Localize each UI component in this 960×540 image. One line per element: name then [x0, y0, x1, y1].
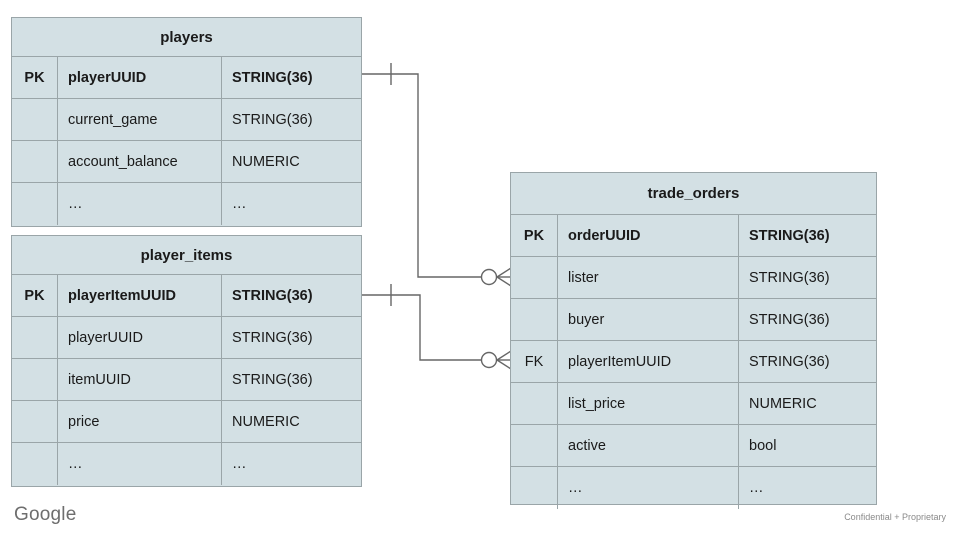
crowsfoot-prong	[496, 359, 512, 370]
entity-row: list_price NUMERIC	[511, 383, 876, 425]
field-name: …	[58, 183, 222, 225]
relationship-line	[362, 73, 481, 278]
relationship-player_items-to-trade_orders	[362, 284, 512, 370]
key-constraint-label	[12, 99, 58, 140]
field-name: price	[58, 401, 222, 442]
field-type: bool	[749, 437, 777, 454]
key-constraint-label	[12, 359, 58, 400]
field-name: playerItemUUID	[58, 275, 222, 316]
confidentiality-note: Confidential + Proprietary	[844, 512, 946, 522]
key-constraint-label: PK	[511, 215, 558, 256]
entity-row: lister STRING(36)	[511, 257, 876, 299]
crowsfoot-prong	[496, 276, 512, 287]
field-type: STRING(36)	[749, 227, 830, 244]
entity-row: ……	[12, 443, 361, 485]
key-constraint-label	[511, 299, 558, 340]
field-type: STRING(36)	[232, 371, 313, 388]
field-type: STRING(36)	[232, 329, 313, 346]
field-type: STRING(36)	[749, 311, 830, 328]
entity-row: buyer STRING(36)	[511, 299, 876, 341]
key-constraint-label	[12, 141, 58, 182]
field-name: …	[558, 467, 739, 509]
key-constraint-label: PK	[12, 57, 58, 98]
field-name: active	[558, 425, 739, 466]
field-type: NUMERIC	[749, 395, 817, 412]
entity-row: ……	[511, 467, 876, 509]
key-constraint-label	[511, 425, 558, 466]
field-type: NUMERIC	[232, 413, 300, 430]
field-name: itemUUID	[58, 359, 222, 400]
field-name: list_price	[558, 383, 739, 424]
field-type: STRING(36)	[749, 269, 830, 286]
entity-title-trade_orders: trade_orders	[511, 173, 876, 215]
field-type: STRING(36)	[232, 111, 313, 128]
field-name: playerItemUUID	[558, 341, 739, 382]
entity-row: current_game STRING(36)	[12, 99, 361, 141]
field-type: …	[232, 456, 247, 472]
field-type: STRING(36)	[232, 69, 313, 86]
field-name: playerUUID	[58, 57, 222, 98]
key-constraint-label	[12, 317, 58, 358]
field-name: lister	[558, 257, 739, 298]
entity-row: ……	[12, 183, 361, 225]
entity-row: account_balance NUMERIC	[12, 141, 361, 183]
field-type: …	[749, 480, 764, 496]
field-type: STRING(36)	[232, 287, 313, 304]
entity-row: playerUUID STRING(36)	[12, 317, 361, 359]
entity-title-player_items: player_items	[12, 236, 361, 275]
key-constraint-label	[12, 183, 58, 225]
key-constraint-label	[511, 257, 558, 298]
key-constraint-label	[12, 401, 58, 442]
field-name: account_balance	[58, 141, 222, 182]
cardinality-zero-circle	[480, 351, 498, 369]
relationship-line	[362, 294, 481, 361]
key-constraint-label: PK	[12, 275, 58, 316]
entity-row: active bool	[511, 425, 876, 467]
entity-row: price NUMERIC	[12, 401, 361, 443]
key-constraint-label	[511, 467, 558, 509]
field-name: buyer	[558, 299, 739, 340]
google-logo: Google	[14, 504, 77, 525]
entity-title-players: players	[12, 18, 361, 57]
key-constraint-label: FK	[511, 341, 558, 382]
key-constraint-label	[12, 443, 58, 485]
field-name: …	[58, 443, 222, 485]
entity-row: itemUUID STRING(36)	[12, 359, 361, 401]
key-constraint-label	[511, 383, 558, 424]
field-type: NUMERIC	[232, 153, 300, 170]
field-type: …	[232, 196, 247, 212]
crowsfoot-prong	[496, 350, 512, 361]
field-type: STRING(36)	[749, 353, 830, 370]
cardinality-zero-circle	[480, 268, 498, 286]
relationship-players-to-trade_orders	[362, 63, 512, 287]
crowsfoot-prong	[496, 267, 512, 278]
field-name: orderUUID	[558, 215, 739, 256]
field-name: current_game	[58, 99, 222, 140]
field-name: playerUUID	[58, 317, 222, 358]
